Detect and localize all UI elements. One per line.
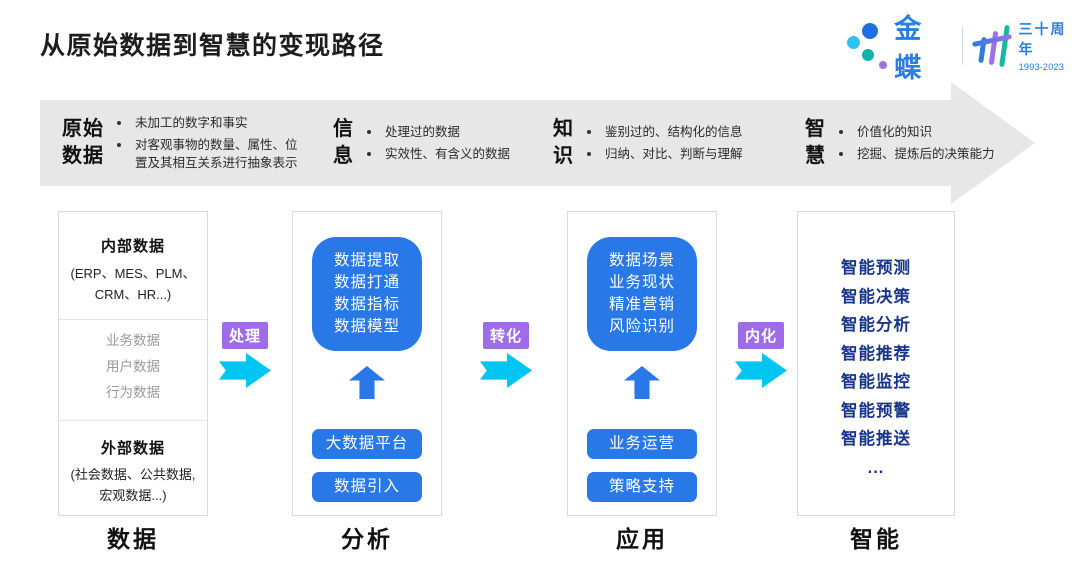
banner-stage-raw-data: 原始 数据 未加工的数字和事实 对客观事物的数量、属性、位置及其相互关系进行抽象… xyxy=(62,100,305,186)
panel-line: 精准营销 xyxy=(608,296,675,313)
connector-badge: 转化 xyxy=(483,322,529,349)
stage-points: 价值化的知识 挖掘、提炼后的决策能力 xyxy=(839,118,995,168)
panel-line: 数据指标 xyxy=(333,296,400,313)
intelligence-item: 智能决策 xyxy=(841,287,911,306)
intelligence-list: 智能预测 智能决策 智能分析 智能推荐 智能监控 智能预警 智能推送 ... xyxy=(798,212,954,482)
up-arrow-icon xyxy=(624,366,660,399)
banner-stage-knowledge: 知 识 鉴别过的、结构化的信息 归纳、对比、判断与理解 xyxy=(553,100,743,186)
stage-point: 价值化的知识 xyxy=(839,123,995,141)
tag-strategy-support: 策略支持 xyxy=(587,472,697,502)
bullet-dot-icon xyxy=(587,129,591,134)
external-data-systems: (社会数据、公共数据, 宏观数据...) xyxy=(70,467,196,503)
anniversary-mark-icon xyxy=(971,22,1012,70)
banner-stage-wisdom: 智 慧 价值化的知识 挖掘、提炼后的决策能力 xyxy=(805,100,995,186)
connector-badge: 处理 xyxy=(222,322,268,349)
bullet-dot-icon xyxy=(587,152,591,157)
stage-point: 实效性、有含义的数据 xyxy=(367,145,510,163)
intelligence-item: 智能推送 xyxy=(841,430,911,448)
column-footer-label-intelligence: 智能 xyxy=(850,526,902,552)
stage-label: 信 息 xyxy=(333,118,354,167)
intelligence-item: 智能分析 xyxy=(841,316,911,334)
dot-teal xyxy=(862,49,874,61)
anniversary-years: 1993-2023 xyxy=(1018,62,1064,73)
connector-transform: 转化 xyxy=(478,322,534,388)
bullet-dot-icon xyxy=(117,120,121,125)
tag-big-data-platform: 大数据平台 xyxy=(312,429,422,459)
stage-point: 归纳、对比、判断与理解 xyxy=(587,145,743,163)
stage-point: 对客观事物的数量、属性、位置及其相互关系进行抽象表示 xyxy=(117,136,305,172)
stage-label: 原始 数据 xyxy=(62,118,104,167)
panel-line: 业务现状 xyxy=(608,274,675,291)
dot-purple xyxy=(879,61,887,69)
stage-points: 鉴别过的、结构化的信息 归纳、对比、判断与理解 xyxy=(587,118,743,168)
analysis-panel: 数据提取 数据打通 数据指标 数据模型 xyxy=(312,237,422,351)
panel-line: 数据场景 xyxy=(608,252,675,269)
panel-line: 数据提取 xyxy=(333,252,400,269)
connector-badge: 内化 xyxy=(738,322,784,349)
middle-data-item: 业务数据 xyxy=(106,333,160,348)
divider xyxy=(59,420,207,421)
stage-point: 鉴别过的、结构化的信息 xyxy=(587,123,743,141)
mark-bar-teal xyxy=(999,24,1010,68)
intelligence-item: 智能推荐 xyxy=(841,344,911,363)
application-panel: 数据场景 业务现状 精准营销 风险识别 xyxy=(587,237,697,351)
column-data: 内部数据 (ERP、MES、PLM、 CRM、HR...) 业务数据 用户数据 … xyxy=(58,211,208,516)
panel-line: 数据打通 xyxy=(333,274,400,291)
stage-point: 未加工的数字和事实 xyxy=(117,114,305,132)
bullet-dot-icon xyxy=(839,152,843,157)
middle-data-list: 业务数据 用户数据 行为数据 xyxy=(59,328,207,406)
right-arrow-icon xyxy=(480,353,532,388)
banner-stage-information: 信 息 处理过的数据 实效性、有含义的数据 xyxy=(333,100,510,186)
logo-divider xyxy=(961,27,963,65)
middle-data-item: 用户数据 xyxy=(106,359,160,374)
divider xyxy=(59,319,207,320)
panel-line: 风险识别 xyxy=(608,318,675,335)
dot-blue xyxy=(862,23,878,39)
up-arrow-icon xyxy=(349,366,385,399)
anniversary-text: 三十周年 1993-2023 xyxy=(1019,19,1080,73)
dot-cyan xyxy=(847,36,860,49)
connector-internalize: 内化 xyxy=(733,322,789,388)
tag-data-import: 数据引入 xyxy=(312,472,422,502)
external-data-title: 外部数据 xyxy=(100,440,165,457)
process-arrow-banner xyxy=(40,100,952,186)
intelligence-item-ellipsis: ... xyxy=(867,458,885,477)
column-intelligence: 智能预测 智能决策 智能分析 智能推荐 智能监控 智能预警 智能推送 ... xyxy=(797,211,955,516)
right-arrow-icon xyxy=(735,353,787,388)
middle-data-item: 行为数据 xyxy=(106,385,160,400)
kingdee-logo: 金蝶 三十周年 1993-2023 xyxy=(846,14,1080,83)
internal-data-title: 内部数据 xyxy=(100,238,165,255)
intelligence-item: 智能预测 xyxy=(841,259,911,277)
bullet-dot-icon xyxy=(367,152,371,157)
stage-points: 处理过的数据 实效性、有含义的数据 xyxy=(367,118,510,168)
column-footer-label-application: 应用 xyxy=(616,526,668,552)
column-analysis: 数据提取 数据打通 数据指标 数据模型 大数据平台 数据引入 xyxy=(292,211,442,516)
brand-name: 金蝶 xyxy=(894,14,925,83)
column-footer-label-data: 数据 xyxy=(107,526,159,552)
column-footer-label-analysis: 分析 xyxy=(341,526,393,552)
stage-points: 未加工的数字和事实 对客观事物的数量、属性、位置及其相互关系进行抽象表示 xyxy=(117,109,305,177)
stage-label: 智 慧 xyxy=(805,118,826,167)
column-application: 数据场景 业务现状 精准营销 风险识别 业务运营 策略支持 xyxy=(567,211,717,516)
stage-point: 处理过的数据 xyxy=(367,123,510,141)
kingdee-dots-icon xyxy=(846,21,888,71)
internal-data-systems: (ERP、MES、PLM、 CRM、HR...) xyxy=(70,266,196,302)
stage-label: 知 识 xyxy=(553,118,574,167)
intelligence-item: 智能监控 xyxy=(841,373,911,391)
right-arrow-icon xyxy=(219,353,271,388)
connector-process: 处理 xyxy=(217,322,273,388)
slide-title: 从原始数据到智慧的变现路径 xyxy=(40,32,385,60)
bullet-dot-icon xyxy=(839,129,843,134)
tag-business-operation: 业务运营 xyxy=(587,429,697,459)
stage-point: 挖掘、提炼后的决策能力 xyxy=(839,145,995,163)
bullet-dot-icon xyxy=(367,129,371,134)
panel-line: 数据模型 xyxy=(333,318,400,335)
anniversary-label: 三十周年 xyxy=(1018,21,1067,57)
intelligence-item: 智能预警 xyxy=(841,401,911,420)
bullet-dot-icon xyxy=(117,143,121,148)
